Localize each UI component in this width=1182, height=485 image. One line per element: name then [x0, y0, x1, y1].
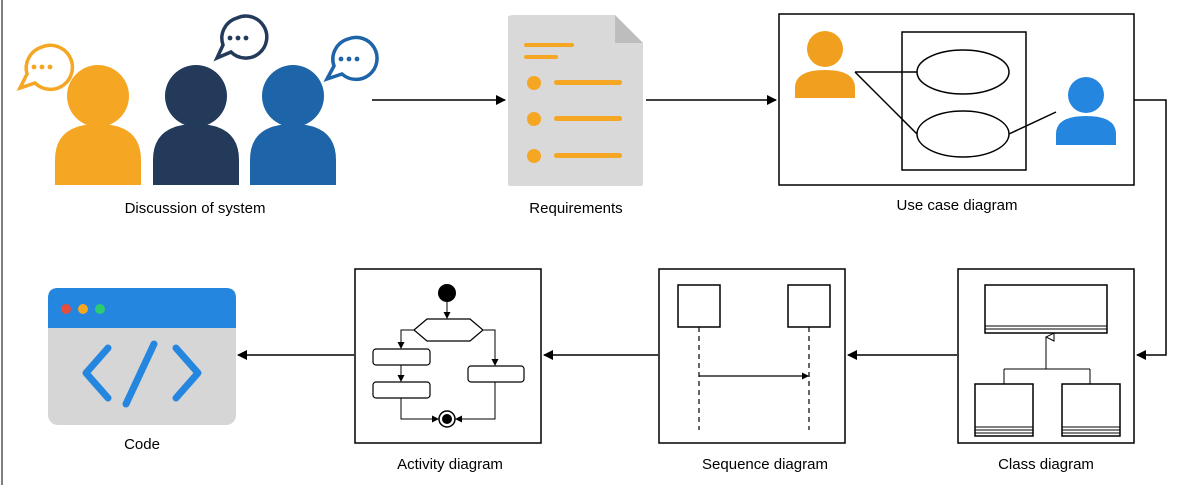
browser-window-icon: [48, 288, 236, 425]
use-case-stage: Use case diagram: [778, 13, 1135, 214]
sequence-stage: Sequence diagram: [658, 268, 846, 473]
class-diagram-label: Class diagram: [998, 456, 1094, 473]
class-diagram-stage: Class diagram: [957, 268, 1135, 473]
requirements-label: Requirements: [529, 200, 622, 217]
person-icon: [1056, 77, 1116, 145]
chat-bubble-icon: [323, 35, 379, 83]
discussion-stage: Discussion of system: [16, 14, 379, 217]
document-icon: [508, 15, 643, 186]
person-icon: [250, 65, 336, 185]
chat-bubble-icon: [213, 14, 269, 62]
person-icon: [153, 65, 239, 185]
activity-label: Activity diagram: [397, 456, 503, 473]
chat-bubble-icon: [16, 43, 75, 91]
use-case-label: Use case diagram: [897, 197, 1018, 214]
person-icon: [55, 65, 141, 185]
activity-stage: Activity diagram: [354, 268, 542, 473]
person-icon: [795, 31, 855, 98]
flow-arrow: [1134, 99, 1167, 360]
code-label: Code: [124, 436, 160, 453]
requirements-stage: Requirements: [508, 15, 643, 217]
code-stage: Code: [48, 288, 236, 453]
discussion-label: Discussion of system: [125, 200, 266, 217]
code-brackets-icon: [82, 340, 202, 408]
sequence-label: Sequence diagram: [702, 456, 828, 473]
